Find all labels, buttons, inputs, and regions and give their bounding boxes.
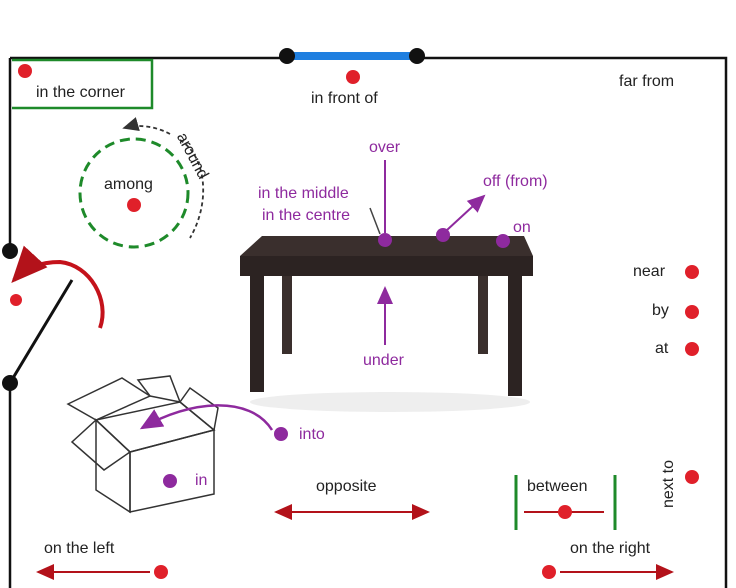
middle-pointer [369, 207, 381, 235]
off-dot [436, 228, 450, 242]
label-in-the-middle: in the middle [258, 185, 349, 202]
label-among: among [104, 176, 153, 193]
into-arrow [139, 404, 274, 431]
label-on: on [513, 219, 531, 236]
in-dot [163, 474, 177, 488]
on-dot [496, 234, 510, 248]
room-wall [8, 56, 728, 588]
into-dot [274, 427, 288, 441]
label-off-from: off (from) [483, 173, 548, 190]
cardboard-box [66, 375, 219, 514]
label-in-the-corner: in the corner [36, 84, 125, 101]
left-dot [154, 565, 168, 579]
corner-dot [18, 64, 32, 78]
top-door [279, 48, 425, 64]
label-over: over [369, 139, 401, 156]
label-next-to: next to [660, 459, 677, 508]
label-in: in [195, 472, 208, 489]
between-dot [558, 505, 572, 519]
among-dot [127, 198, 141, 212]
label-into: into [299, 426, 325, 443]
around-arc [179, 139, 204, 239]
near-dot [685, 265, 699, 279]
label-on-the-left: on the left [44, 540, 115, 557]
by-dot [685, 305, 699, 319]
middle-dot [378, 233, 392, 247]
label-by: by [652, 302, 669, 319]
right-dot [542, 565, 556, 579]
corner-box [12, 58, 154, 110]
in-front-of-dot [346, 70, 360, 84]
table [240, 236, 533, 412]
label-in-the-centre: in the centre [262, 207, 351, 224]
at-dot [685, 342, 699, 356]
label-opposite: opposite [316, 478, 377, 495]
label-far-from: far from [619, 73, 675, 90]
around-arc-top [122, 117, 171, 135]
label-under: under [363, 352, 404, 369]
among-circle [78, 137, 190, 249]
left-door [2, 243, 105, 391]
label-on-the-right: on the right [570, 540, 651, 557]
label-near: near [633, 263, 666, 280]
off-arrow [446, 194, 486, 231]
label-between: between [527, 478, 588, 495]
label-at: at [655, 340, 669, 357]
label-in-front-of: in front of [311, 90, 378, 107]
next-to-dot [685, 470, 699, 484]
